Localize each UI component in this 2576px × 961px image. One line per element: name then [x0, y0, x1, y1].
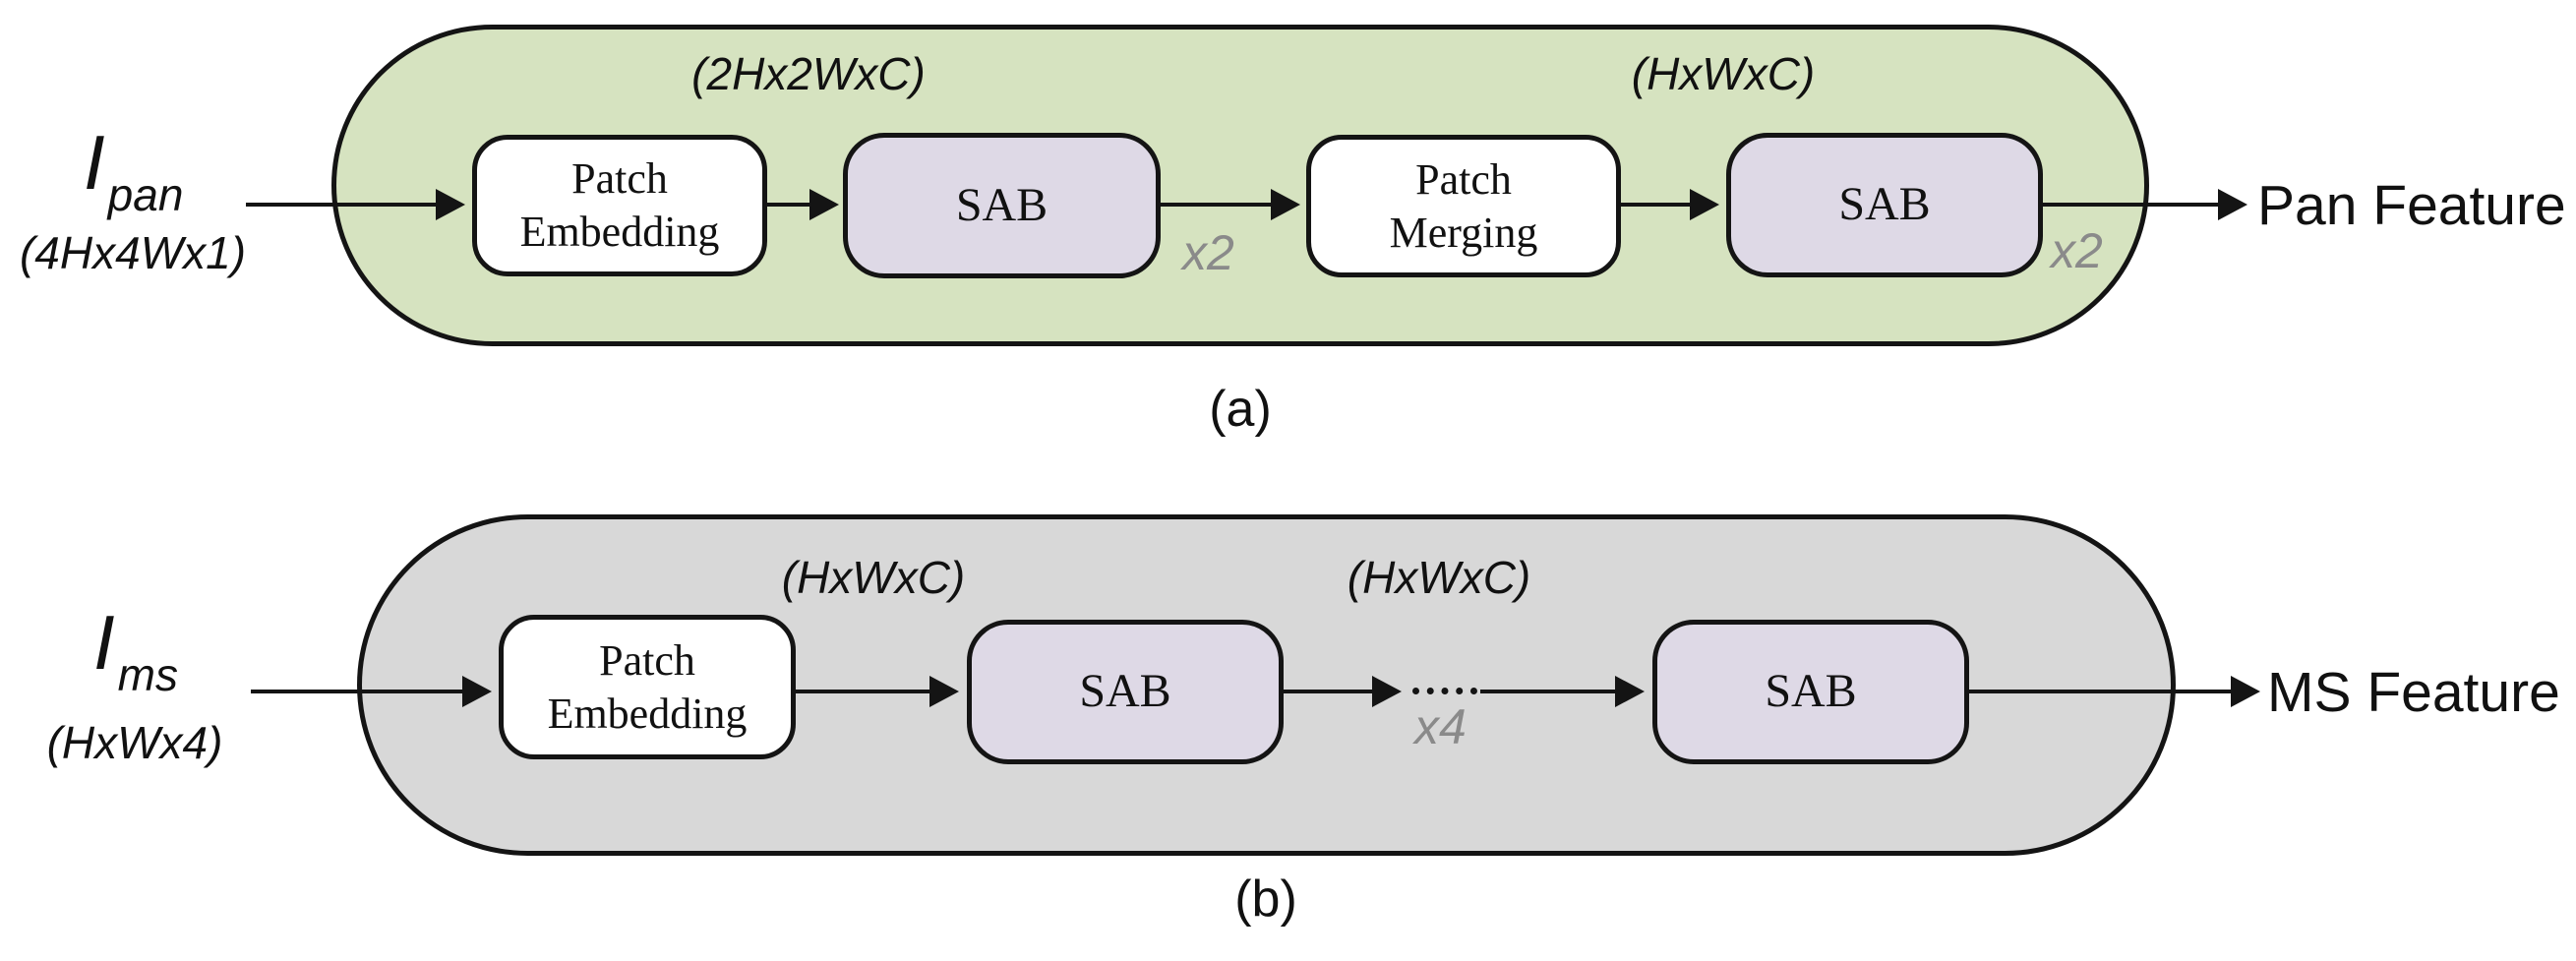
arrow-ms-pe-to-sab1: [796, 676, 959, 707]
pan-sab1-box: SAB: [843, 133, 1161, 278]
ms-patch-embedding-line2: Embedding: [547, 689, 748, 738]
ms-feature-label: MS Feature: [2267, 661, 2560, 724]
arrow-pan-output: [2043, 189, 2247, 220]
pan-input-subscript: pan: [107, 169, 184, 220]
pan-sab2-label: SAB: [1838, 178, 1931, 231]
ms-sab1-label: SAB: [1079, 665, 1171, 718]
arrow-pan-sab1-to-merging: [1161, 189, 1300, 220]
arrow-pan-pe-to-sab1: [767, 189, 839, 220]
ms-input-subscript: ms: [117, 649, 178, 700]
ms-dim-label-hxwxc-2: (HxWxC): [1347, 552, 1531, 603]
repeat-dots: [1412, 688, 1477, 694]
ms-sab2-label: SAB: [1765, 665, 1857, 718]
caption-a: (a): [1209, 381, 1272, 438]
pan-input-shape-label: (4Hx4Wx1): [19, 227, 247, 278]
arrow-ms-input: [251, 676, 492, 707]
pan-input-symbol: Ipan: [84, 124, 183, 220]
pan-sab1-label: SAB: [955, 178, 1048, 231]
arrow-ms-dots-to-sab2: [1480, 676, 1645, 707]
pan-sab2-box: SAB: [1726, 133, 2043, 277]
arrow-ms-sab1-to-dots: [1284, 676, 1402, 707]
caption-b: (b): [1234, 871, 1297, 928]
pan-patch-merging-line1: Patch: [1415, 154, 1512, 204]
arrow-pan-merging-to-sab2: [1621, 189, 1719, 220]
pan-dim-label-2hx2wxc: (2Hx2WxC): [691, 48, 926, 99]
ms-input-shape-label: (HxWx4): [46, 717, 223, 768]
ms-dim-label-hxwxc-1: (HxWxC): [781, 552, 966, 603]
pan-sab2-multiplier: x2: [2051, 223, 2103, 278]
ms-sab1-box: SAB: [967, 620, 1284, 764]
ms-patch-embedding-box: Patch Embedding: [499, 615, 796, 759]
ms-patch-embedding-line1: Patch: [599, 635, 695, 685]
pan-dim-label-hxwxc: (HxWxC): [1631, 48, 1816, 99]
pan-patch-merging-box: Patch Merging: [1306, 135, 1621, 277]
pan-patch-embedding-box: Patch Embedding: [472, 135, 767, 276]
pan-patch-embedding-line2: Embedding: [519, 208, 720, 256]
pan-input-letter: I: [84, 119, 105, 206]
pan-patch-merging-line2: Merging: [1389, 208, 1538, 257]
arrow-ms-output: [1969, 676, 2260, 707]
pan-sab1-multiplier: x2: [1182, 225, 1234, 280]
ms-repeat-multiplier: x4: [1414, 699, 1467, 754]
pan-feature-label: Pan Feature: [2257, 174, 2566, 237]
arrow-pan-input: [246, 189, 465, 220]
pan-patch-embedding-line1: Patch: [571, 154, 668, 204]
ms-input-letter: I: [93, 599, 115, 686]
ms-input-symbol: Ims: [93, 604, 178, 700]
ms-sab2-box: SAB: [1652, 620, 1969, 764]
